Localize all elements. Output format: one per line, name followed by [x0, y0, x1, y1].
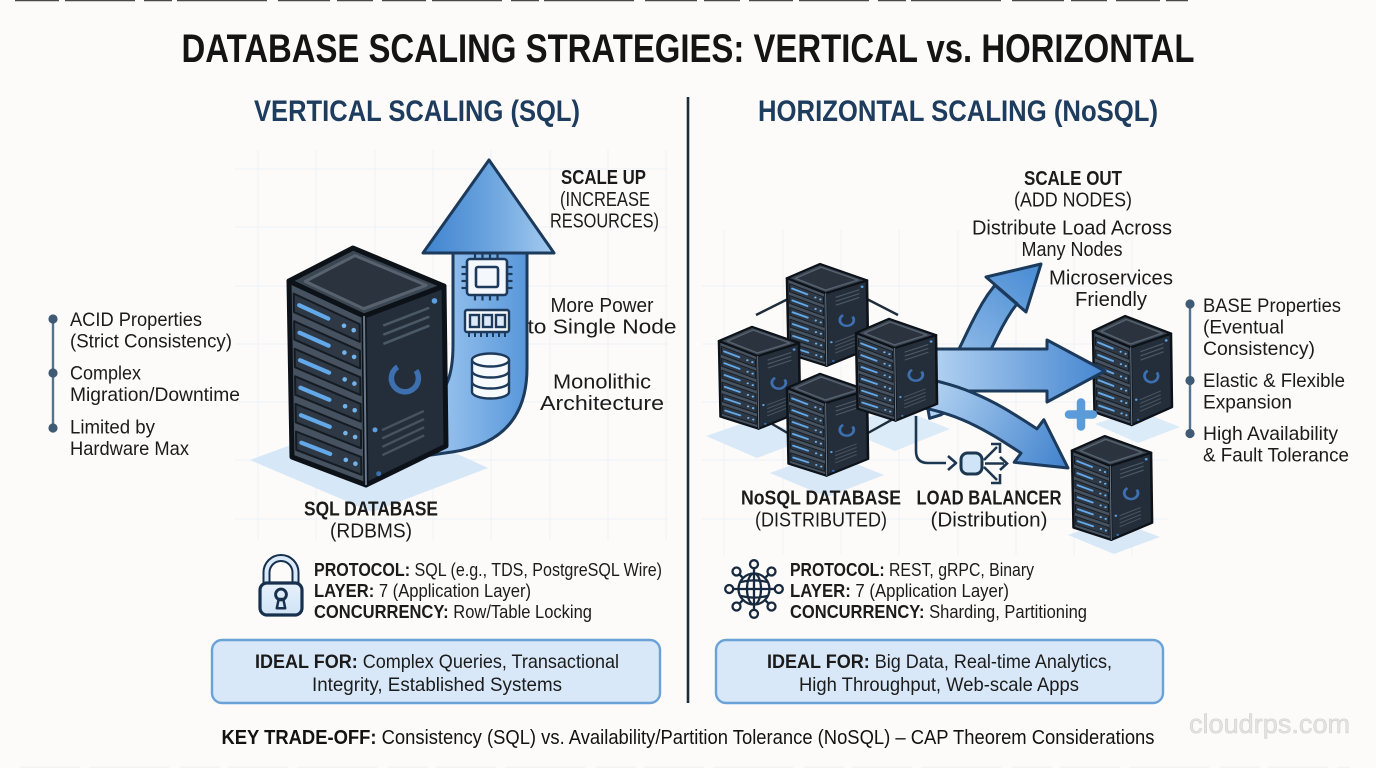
svg-text:CONCURRENCY: Sharding, Partiti: CONCURRENCY: Sharding, Partitioning: [790, 601, 1087, 622]
svg-text:High Availability: High Availability: [1203, 423, 1338, 445]
svg-text:Migration/Downtime: Migration/Downtime: [70, 384, 240, 406]
svg-text:(RDBMS): (RDBMS): [330, 521, 412, 543]
svg-text:Consistency): Consistency): [1203, 338, 1315, 360]
svg-text:Limited by: Limited by: [70, 417, 155, 439]
svg-text:CONCURRENCY: Row/Table Locking: CONCURRENCY: Row/Table Locking: [314, 601, 592, 622]
svg-text:to Single Node: to Single Node: [528, 317, 677, 339]
svg-text:& Fault Tolerance: & Fault Tolerance: [1203, 445, 1349, 467]
svg-text:(DISTRIBUTED): (DISTRIBUTED): [755, 510, 887, 532]
svg-text:SCALE OUT: SCALE OUT: [1024, 168, 1122, 190]
svg-text:Elastic & Flexible: Elastic & Flexible: [1203, 370, 1345, 392]
svg-text:KEY TRADE-OFF: Consistency (SQ: KEY TRADE-OFF: Consistency (SQL) vs. Ava…: [222, 727, 1155, 749]
svg-text:IDEAL FOR: Complex Queries, Tr: IDEAL FOR: Complex Queries, Transactiona…: [255, 651, 619, 673]
svg-text:HORIZONTAL SCALING (NoSQL): HORIZONTAL SCALING (NoSQL): [758, 95, 1158, 128]
svg-text:More Power: More Power: [551, 295, 654, 317]
svg-text:Friendly: Friendly: [1075, 289, 1147, 311]
svg-text:SCALE UP: SCALE UP: [561, 167, 646, 189]
svg-text:ACID Properties: ACID Properties: [70, 309, 202, 331]
svg-text:Many Nodes: Many Nodes: [1022, 239, 1123, 261]
svg-text:DATABASE SCALING STRATEGIES: V: DATABASE SCALING STRATEGIES: VERTICAL vs…: [182, 27, 1195, 71]
svg-text:(Eventual: (Eventual: [1203, 317, 1284, 339]
svg-text:PROTOCOL: REST, gRPC, Binary: PROTOCOL: REST, gRPC, Binary: [790, 559, 1035, 580]
svg-text:LOAD BALANCER: LOAD BALANCER: [917, 488, 1062, 510]
svg-text:LAYER: 7 (Application Layer): LAYER: 7 (Application Layer): [790, 580, 1009, 601]
svg-text:Complex: Complex: [70, 363, 141, 385]
svg-text:Expansion: Expansion: [1203, 392, 1292, 414]
svg-text:IDEAL FOR: Big Data, Real-time: IDEAL FOR: Big Data, Real-time Analytics…: [767, 651, 1112, 673]
svg-text:LAYER: 7 (Application Layer): LAYER: 7 (Application Layer): [314, 580, 531, 601]
svg-text:Architecture: Architecture: [540, 393, 664, 415]
svg-text:RESOURCES): RESOURCES): [550, 211, 659, 233]
svg-text:(INCREASE: (INCREASE: [560, 189, 650, 211]
svg-text:SQL DATABASE: SQL DATABASE: [304, 499, 438, 521]
svg-text:VERTICAL SCALING (SQL): VERTICAL SCALING (SQL): [254, 95, 580, 128]
svg-text:High Throughput, Web-scale App: High Throughput, Web-scale Apps: [799, 674, 1079, 696]
svg-text:Monolithic: Monolithic: [553, 372, 651, 394]
svg-text:Hardware Max: Hardware Max: [70, 438, 189, 460]
svg-text:cloudrps.com: cloudrps.com: [1189, 709, 1350, 739]
svg-text:Integrity, Established Systems: Integrity, Established Systems: [312, 674, 562, 696]
svg-text:(Strict Consistency): (Strict Consistency): [70, 331, 232, 353]
svg-text:(ADD NODES): (ADD NODES): [1014, 190, 1132, 212]
svg-text:PROTOCOL: SQL (e.g., TDS, Post: PROTOCOL: SQL (e.g., TDS, PostgreSQL Wir…: [314, 559, 662, 580]
svg-text:NoSQL DATABASE: NoSQL DATABASE: [741, 488, 901, 510]
svg-text:BASE Properties: BASE Properties: [1203, 295, 1341, 317]
svg-text:(Distribution): (Distribution): [931, 510, 1048, 532]
svg-text:Distribute Load Across: Distribute Load Across: [972, 218, 1172, 240]
svg-text:Microservices: Microservices: [1049, 268, 1173, 290]
